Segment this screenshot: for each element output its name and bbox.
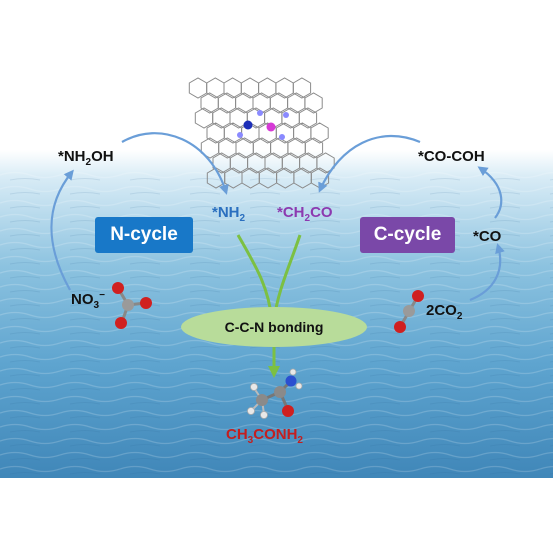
nitrate-molecule-icon [112,282,152,329]
no3-to-nh2oh-arrow [50,169,74,291]
co2-molecule-icon [394,290,424,333]
c-c-n-bonding-label: C-C-N bonding [224,319,324,335]
lattice-atom [257,110,263,116]
lattice-hexagon [304,137,324,159]
lattice-hexagon [240,77,260,99]
co-to-cocoh-arrow [477,166,503,219]
catalyst-lattice-graphic [188,77,335,189]
co2-to-co-arrow [469,243,505,302]
lattice-hexagon [258,77,277,99]
c-cycle-box: C-cycle [360,217,455,253]
lattice-hexagon [316,152,335,174]
acetamide-molecule-icon [247,368,303,419]
lattice-hexagon [223,77,242,99]
lattice-hexagon [293,122,312,144]
lattice-hexagon [298,107,318,129]
lattice-hexagon [275,77,294,99]
bonding-ellipse [181,307,367,347]
nh2oh-label: *NH2OH [58,148,114,168]
lattice-hexagon [200,92,219,114]
cocoh-to-ch2co-arrow [318,134,421,193]
nh2-label: *NH2 [212,204,246,224]
lattice-hexagon [194,107,214,129]
lattice-atom [266,122,276,132]
lattice-hexagon [206,122,225,144]
lattice-hexagon [292,77,312,99]
nh2oh-to-nh2-arrow [121,132,229,195]
acetamide-label: CH3CONH2 [226,426,303,446]
ch2co-label: *CH2CO [277,204,333,224]
lattice-atom [283,112,289,118]
lattice-hexagon [281,107,300,129]
lattice-atom [243,120,253,130]
lattice-hexagon [310,122,329,144]
co-label: *CO [473,228,502,245]
lattice-hexagon [287,92,306,114]
lattice-hexagon [188,77,208,99]
co2-label: 2CO2 [426,302,463,322]
lattice-hexagon [212,107,231,129]
lattice-hexagon [304,92,323,114]
n-cycle-box: N-cycle [95,217,193,253]
no3-label: NO3− [71,290,105,311]
lattice-atom [237,132,243,138]
lattice-hexagon [206,77,225,99]
lattice-hexagon [252,92,271,114]
lattice-atom [279,134,285,140]
lattice-hexagon [235,92,254,114]
lattice-hexagon [269,92,289,114]
co-coh-label: *CO-COH [418,148,485,165]
lattice-hexagon [275,122,295,144]
lattice-hexagon [217,92,237,114]
